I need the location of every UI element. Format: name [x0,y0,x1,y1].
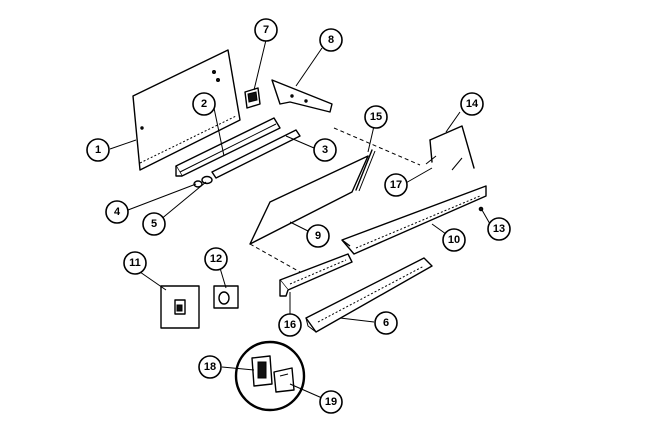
alignment-line-bottom [249,243,301,273]
part-14-wire-bracket [425,125,475,171]
callout-19: 19 [319,390,343,414]
alignment-line-top [333,127,421,166]
callout-1: 1 [86,138,110,162]
part-4-5-fittings [193,175,213,188]
callout-8: 8 [319,28,343,52]
callout-15: 15 [364,105,388,129]
callout-16: 16 [278,313,302,337]
callout-19-label: 19 [325,396,337,408]
callout-9: 9 [306,224,330,248]
callout-13: 13 [487,217,511,241]
part-7-bracket [244,87,261,109]
part-11-box [160,285,200,329]
part-6-lower-rail [305,257,433,333]
callout-3-label: 3 [322,144,328,156]
callout-7-label: 7 [263,24,269,36]
part-15-rod [355,149,373,191]
callout-12-label: 12 [210,253,222,265]
callout-5: 5 [142,212,166,236]
callout-9-label: 9 [315,230,321,242]
callout-8-label: 8 [328,34,334,46]
leader-lines [109,39,491,399]
callout-13-label: 13 [493,223,505,235]
callout-10-label: 10 [448,234,460,246]
part-18-19-assembly [234,340,306,412]
callout-16-label: 16 [284,319,296,331]
callout-10: 10 [442,228,466,252]
callout-4: 4 [105,200,129,224]
part-10-flat-panel [341,185,487,255]
callout-17: 17 [384,173,408,197]
callout-18: 18 [198,355,222,379]
part-13-screw [478,206,484,212]
callout-6-upper-label: 6 [383,317,389,329]
callout-14: 14 [460,92,484,116]
callout-6-upper: 6 [374,311,398,335]
callout-17-label: 17 [390,179,402,191]
callout-7: 7 [254,18,278,42]
callout-18-label: 18 [204,361,216,373]
part-12-switch [213,285,239,309]
callout-5-label: 5 [151,218,157,230]
part-16-rail [279,253,353,297]
part-1-back-panel [132,49,241,171]
part-3-rod [211,129,301,179]
callout-2-label: 2 [201,98,207,110]
callout-15-label: 15 [370,111,382,123]
callout-1-label: 1 [95,144,101,156]
callout-11: 11 [123,251,147,275]
callout-11-label: 11 [129,257,141,269]
part-2-channel [175,117,281,177]
part-8-angle-bracket [271,79,333,113]
callout-12: 12 [204,247,228,271]
callout-2: 2 [192,92,216,116]
part-9-panel [249,155,369,245]
callout-14-label: 14 [466,98,479,110]
callout-4-label: 4 [114,206,121,218]
callout-3: 3 [313,138,337,162]
